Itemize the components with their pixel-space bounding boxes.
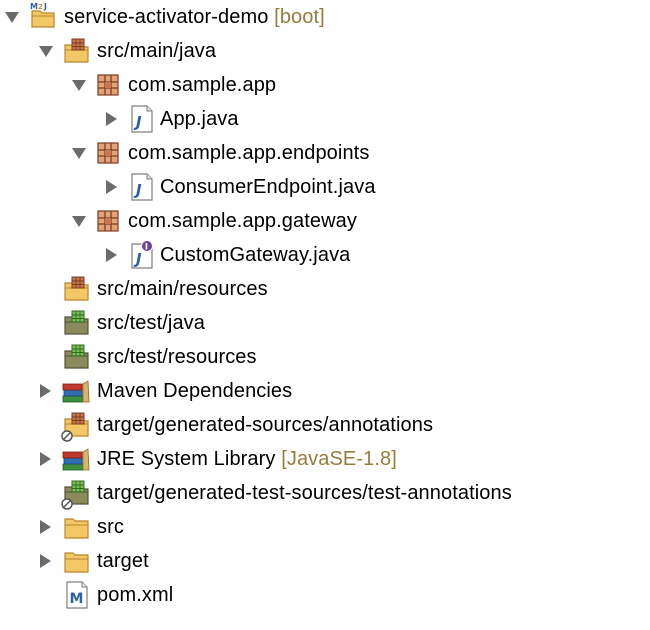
library-icon: [61, 376, 91, 406]
tree-item-src-test-resources[interactable]: src/test/resources: [0, 340, 650, 374]
test-source-folder-icon: [62, 342, 92, 372]
tree-item-target[interactable]: target: [0, 544, 650, 578]
tree-label: App.java: [160, 108, 239, 130]
chevron-right-icon[interactable]: [101, 177, 121, 197]
tree-item-generated-test-sources[interactable]: target/generated-test-sources/test-annot…: [0, 476, 650, 510]
svg-text:J: J: [133, 250, 142, 268]
chevron-down-icon[interactable]: [2, 7, 22, 27]
package-icon: [95, 138, 125, 168]
tree-label: com.sample.app.endpoints: [128, 142, 370, 164]
tree-label: target: [97, 550, 149, 572]
source-folder-icon: [62, 36, 92, 66]
svg-text:J: J: [43, 2, 47, 11]
tree-item-src-main-resources[interactable]: src/main/resources: [0, 272, 650, 306]
tree-label: src/main/java: [97, 40, 217, 62]
test-source-folder-icon: [62, 308, 92, 338]
java-file-icon: J: [127, 172, 157, 202]
tree-item-maven-dependencies[interactable]: Maven Dependencies: [0, 374, 650, 408]
svg-text:M: M: [30, 2, 38, 11]
tree-label: com.sample.app: [128, 74, 277, 96]
java-file-icon: J: [127, 104, 157, 134]
tree-label: src/test/resources: [97, 346, 257, 368]
project-name: service-activator-demo [boot]: [64, 6, 325, 28]
tree-label: src: [97, 516, 124, 538]
tree-item-consumer-endpoint-java[interactable]: J ConsumerEndpoint.java: [0, 170, 650, 204]
chevron-down-icon[interactable]: [69, 143, 89, 163]
svg-text:I: I: [145, 243, 148, 253]
folder-icon: [62, 512, 92, 542]
tree-label: target/generated-sources/annotations: [97, 414, 434, 436]
maven-project-icon: M 2 J: [28, 1, 58, 31]
library-icon: [61, 444, 91, 474]
chevron-right-icon[interactable]: [101, 109, 121, 129]
tree-item-generated-sources[interactable]: target/generated-sources/annotations: [0, 408, 650, 442]
source-folder-icon: [62, 274, 92, 304]
optional-source-folder-icon: [60, 410, 90, 442]
maven-pom-icon: M: [62, 580, 92, 610]
chevron-down-icon[interactable]: [36, 41, 56, 61]
tree-label: src/main/resources: [97, 278, 268, 300]
chevron-right-icon[interactable]: [35, 381, 55, 401]
tree-label: CustomGateway.java: [160, 244, 351, 266]
package-icon: [95, 206, 125, 236]
tree-item-project[interactable]: M 2 J service-activator-demo [boot]: [0, 0, 650, 34]
svg-text:2: 2: [38, 3, 43, 11]
svg-text:M: M: [70, 591, 84, 607]
chevron-right-icon[interactable]: [101, 245, 121, 265]
tree-label: ConsumerEndpoint.java: [160, 176, 376, 198]
tree-item-src[interactable]: src: [0, 510, 650, 544]
tree-label: target/generated-test-sources/test-annot…: [97, 482, 512, 504]
project-decoration: [boot]: [274, 6, 325, 28]
tree-item-pom-xml[interactable]: M pom.xml: [0, 578, 650, 612]
chevron-right-icon[interactable]: [35, 449, 55, 469]
tree-item-package-endpoints[interactable]: com.sample.app.endpoints: [0, 136, 650, 170]
optional-test-source-folder-icon: [60, 478, 90, 510]
tree-item-package-gateway[interactable]: com.sample.app.gateway: [0, 204, 650, 238]
tree-label: JRE System Library [JavaSE-1.8]: [97, 442, 397, 476]
jre-label: JRE System Library: [97, 448, 276, 470]
chevron-right-icon[interactable]: [35, 517, 55, 537]
tree-label: pom.xml: [97, 584, 174, 606]
tree-label: src/test/java: [97, 312, 205, 334]
tree-item-custom-gateway-java[interactable]: J I CustomGateway.java: [0, 238, 650, 272]
chevron-down-icon[interactable]: [69, 211, 89, 231]
java-interface-file-icon: J I: [127, 240, 157, 270]
tree-item-src-test-java[interactable]: src/test/java: [0, 306, 650, 340]
tree-item-jre-system-library[interactable]: JRE System Library [JavaSE-1.8]: [0, 442, 650, 476]
tree-item-app-java[interactable]: J App.java: [0, 102, 650, 136]
tree-label: Maven Dependencies: [97, 380, 293, 402]
svg-text:J: J: [133, 181, 142, 199]
chevron-right-icon[interactable]: [35, 551, 55, 571]
tree-item-src-main-java[interactable]: src/main/java: [0, 34, 650, 68]
tree-label: com.sample.app.gateway: [128, 210, 357, 232]
tree-item-package-app[interactable]: com.sample.app: [0, 68, 650, 102]
jre-decoration: [JavaSE-1.8]: [281, 448, 397, 470]
chevron-down-icon[interactable]: [69, 75, 89, 95]
package-icon: [95, 70, 125, 100]
svg-text:J: J: [133, 113, 142, 131]
folder-icon: [62, 546, 92, 576]
